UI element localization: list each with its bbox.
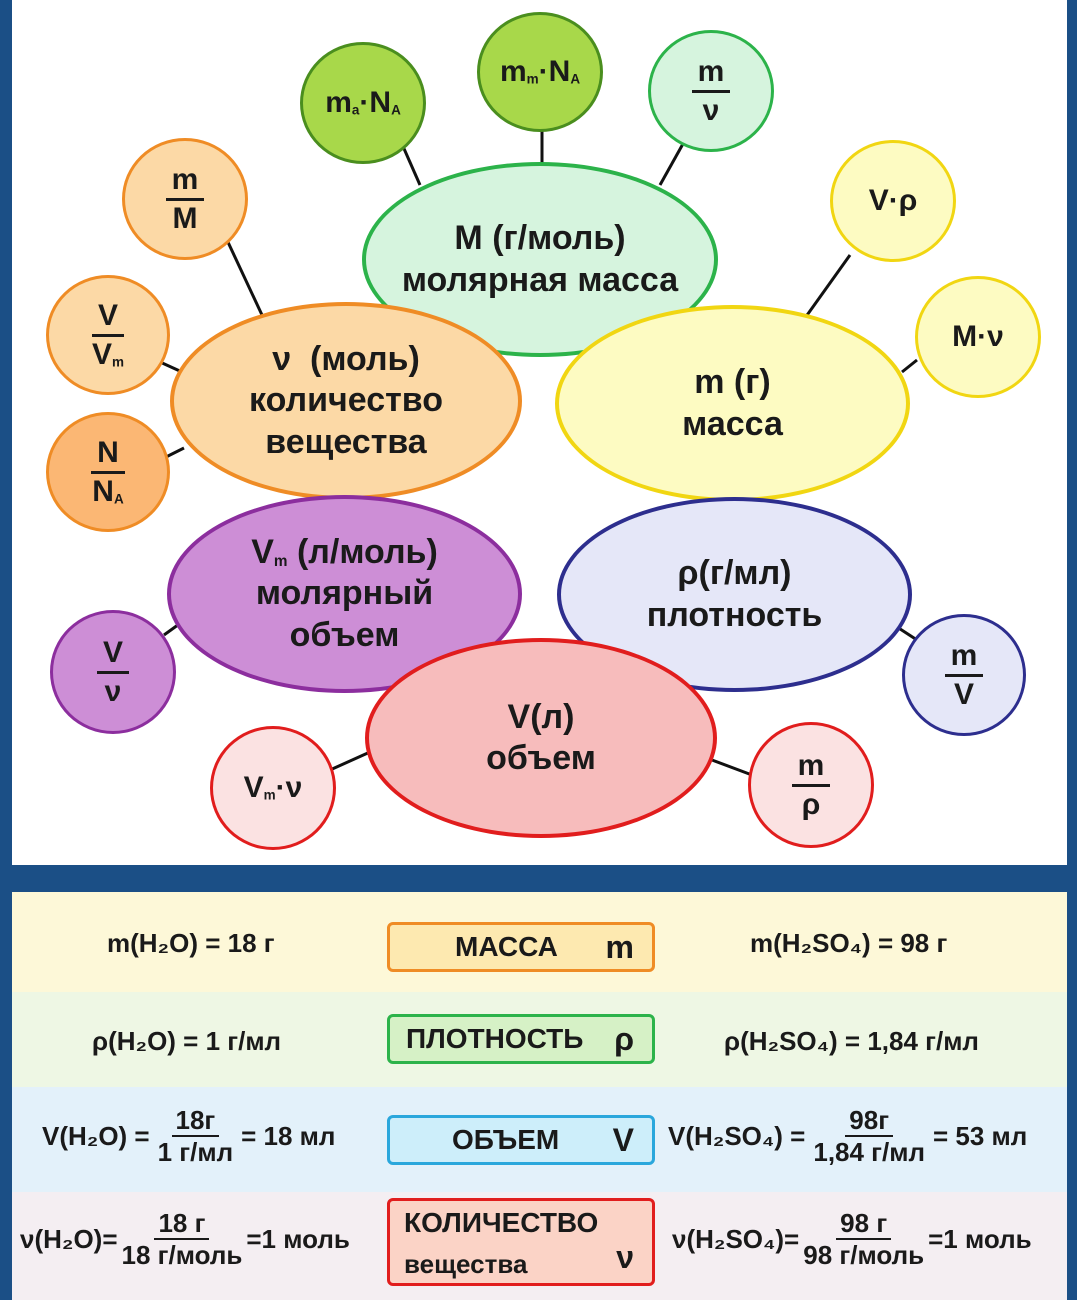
density-line1: ρ(г/мл): [677, 554, 792, 593]
molar-volume-line2: молярный: [255, 574, 434, 613]
volume-line1: V(л): [507, 697, 575, 736]
molar-volume-line1: (л/моль): [296, 532, 438, 571]
vm-subscript: m: [273, 552, 288, 570]
connector-m-over-nu: [658, 141, 686, 186]
sat-ma-na: ma·NA: [300, 42, 426, 164]
row-mass: m(H₂O) = 18 г МАССА m m(H₂SO₄) = 98 г: [12, 892, 1067, 992]
amount-line3: вещества: [265, 422, 427, 461]
volume-line2: объем: [486, 739, 596, 777]
amount-line2: количество: [249, 381, 443, 420]
sat-mm-na: mm·NA: [477, 12, 603, 132]
label-volume: ОБЪЕМ V: [387, 1115, 655, 1165]
sat-Vm-nu: Vm·ν: [210, 726, 336, 850]
concept-diagram: M (г/моль) молярная масса ν (моль) колич…: [12, 0, 1067, 865]
mass-acid: m(H₂SO₄) = 98 г: [750, 928, 948, 958]
node-mass: m (г) масса: [555, 305, 910, 502]
mass-line2: масса: [682, 404, 783, 443]
label-density: ПЛОТНОСТЬ ρ: [387, 1014, 655, 1064]
amount-line1: (моль): [310, 339, 420, 378]
sat-v-rho: V·ρ: [830, 140, 956, 262]
sat-M-nu: M·ν: [915, 276, 1041, 398]
molar-mass-line2: молярная масса: [401, 260, 679, 299]
row-density: ρ(H₂O) = 1 г/мл ПЛОТНОСТЬ ρ ρ(H₂SO₄) = 1…: [12, 992, 1067, 1087]
molar-mass-line1: M (г/моль): [454, 219, 626, 258]
nu-symbol: ν: [272, 339, 292, 378]
examples-table: m(H₂O) = 18 г МАССА m m(H₂SO₄) = 98 г ρ(…: [12, 892, 1067, 1300]
connector-Vm-nu: [329, 750, 371, 772]
density-line2: плотность: [646, 595, 823, 634]
mass-line1: m (г): [694, 363, 771, 402]
molar-volume-line3: объем: [289, 615, 400, 654]
vm-symbol: V: [251, 532, 274, 571]
connector-m-over-rho: [711, 758, 753, 777]
node-volume: V(л) объем: [365, 638, 717, 838]
node-amount-of-substance: ν (моль) количество вещества: [170, 302, 522, 500]
connector-M-nu: [901, 358, 918, 374]
mass-water: m(H₂O) = 18 г: [107, 928, 275, 958]
label-mass: МАССА m: [387, 922, 655, 972]
connector-m-over-M: [225, 239, 264, 316]
label-amount: КОЛИЧЕСТВО вещества ν: [387, 1198, 655, 1286]
connector-v-rho: [803, 254, 852, 319]
density-acid: ρ(H₂SO₄) = 1,84 г/мл: [724, 1026, 979, 1056]
density-water: ρ(H₂O) = 1 г/мл: [92, 1026, 282, 1056]
